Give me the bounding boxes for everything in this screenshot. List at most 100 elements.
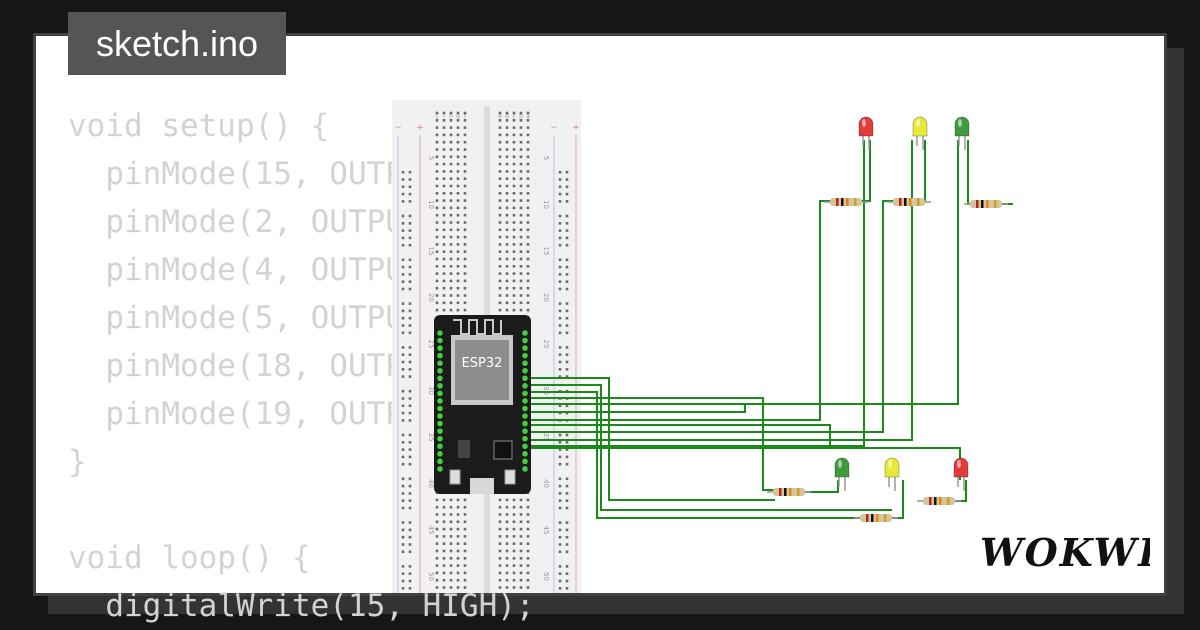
breadboard-hole[interactable] <box>456 228 460 232</box>
breadboard-rail-hole[interactable] <box>408 389 412 393</box>
breadboard-hole[interactable] <box>435 294 439 297</box>
breadboard-hole[interactable] <box>435 520 439 524</box>
breadboard-hole[interactable] <box>512 498 516 502</box>
breadboard-rail-hole[interactable] <box>558 411 562 415</box>
breadboard-hole[interactable] <box>435 192 439 195</box>
breadboard-rail-hole[interactable] <box>401 243 405 247</box>
breadboard-hole[interactable] <box>463 199 467 202</box>
breadboard-hole[interactable] <box>456 199 460 202</box>
breadboard-rail-hole[interactable] <box>408 331 412 335</box>
breadboard-hole[interactable] <box>512 140 516 144</box>
breadboard-hole[interactable] <box>463 549 467 553</box>
breadboard-hole[interactable] <box>449 184 453 188</box>
breadboard-hole[interactable] <box>442 301 446 305</box>
breadboard-rail-hole[interactable] <box>401 229 405 232</box>
breadboard-hole[interactable] <box>498 155 502 159</box>
breadboard-hole[interactable] <box>456 257 460 261</box>
breadboard-hole[interactable] <box>505 557 509 560</box>
breadboard-rail-hole[interactable] <box>401 448 405 451</box>
breadboard-hole[interactable] <box>512 111 516 115</box>
breadboard-rail-hole[interactable] <box>558 543 562 546</box>
breadboard-hole[interactable] <box>463 279 467 283</box>
breadboard-hole[interactable] <box>519 527 523 531</box>
breadboard-rail-hole[interactable] <box>408 222 412 225</box>
breadboard-rail-hole[interactable] <box>565 316 569 320</box>
breadboard-hole[interactable] <box>456 192 460 195</box>
breadboard-rail-hole[interactable] <box>558 404 562 408</box>
breadboard-rail-hole[interactable] <box>558 265 562 269</box>
breadboard-hole[interactable] <box>512 148 516 151</box>
breadboard-hole[interactable] <box>456 206 460 210</box>
breadboard-rail-hole[interactable] <box>408 448 412 451</box>
breadboard-rail-hole[interactable] <box>565 506 569 510</box>
breadboard-hole[interactable] <box>435 111 439 115</box>
breadboard-rail-hole[interactable] <box>401 521 405 524</box>
breadboard-rail-hole[interactable] <box>565 178 569 181</box>
led[interactable] <box>912 116 928 150</box>
breadboard-hole[interactable] <box>449 250 453 253</box>
breadboard-hole[interactable] <box>526 170 530 173</box>
breadboard-hole[interactable] <box>519 586 523 589</box>
breadboard-hole[interactable] <box>526 257 530 261</box>
breadboard-hole[interactable] <box>442 308 446 312</box>
breadboard-hole[interactable] <box>435 498 439 502</box>
breadboard-rail-hole[interactable] <box>408 528 412 532</box>
breadboard-hole[interactable] <box>498 148 502 151</box>
breadboard-rail-hole[interactable] <box>401 185 405 189</box>
breadboard-hole[interactable] <box>442 243 446 246</box>
breadboard-rail-hole[interactable] <box>408 273 412 276</box>
breadboard-rail-hole[interactable] <box>558 506 562 510</box>
esp32-pin[interactable] <box>522 337 528 344</box>
breadboard-hole[interactable] <box>498 586 502 589</box>
breadboard-hole[interactable] <box>512 513 516 516</box>
breadboard-rail-hole[interactable] <box>565 258 569 262</box>
breadboard-hole[interactable] <box>442 265 446 268</box>
breadboard-hole[interactable] <box>463 250 467 253</box>
breadboard-rail-hole[interactable] <box>565 572 569 575</box>
breadboard-rail-hole[interactable] <box>565 353 569 356</box>
breadboard-hole[interactable] <box>463 184 467 188</box>
breadboard-rail-hole[interactable] <box>408 214 412 218</box>
breadboard-hole[interactable] <box>463 527 467 531</box>
breadboard-hole[interactable] <box>456 140 460 144</box>
breadboard-hole[interactable] <box>505 177 509 180</box>
breadboard-rail-hole[interactable] <box>558 273 562 276</box>
breadboard-hole[interactable] <box>519 549 523 553</box>
breadboard-hole[interactable] <box>498 250 502 253</box>
breadboard-hole[interactable] <box>498 140 502 144</box>
esp32-pin[interactable] <box>522 360 528 367</box>
breadboard-hole[interactable] <box>498 184 502 188</box>
breadboard-hole[interactable] <box>456 184 460 188</box>
breadboard-rail-hole[interactable] <box>565 543 569 546</box>
breadboard-hole[interactable] <box>512 250 516 253</box>
breadboard-rail-hole[interactable] <box>401 579 405 583</box>
breadboard-hole[interactable] <box>519 126 523 129</box>
breadboard-rail-hole[interactable] <box>565 273 569 276</box>
breadboard-rail-hole[interactable] <box>565 433 569 437</box>
breadboard-hole[interactable] <box>456 564 460 567</box>
breadboard-hole[interactable] <box>512 272 516 275</box>
breadboard-rail-hole[interactable] <box>408 280 412 283</box>
breadboard-hole[interactable] <box>505 279 509 283</box>
esp32-pin[interactable] <box>522 413 528 419</box>
breadboard-hole[interactable] <box>519 206 523 210</box>
breadboard-hole[interactable] <box>526 265 530 268</box>
breadboard-hole[interactable] <box>449 498 453 502</box>
breadboard-hole[interactable] <box>435 265 439 268</box>
breadboard-hole[interactable] <box>435 235 439 239</box>
breadboard-rail-hole[interactable] <box>558 170 562 174</box>
breadboard-rail-hole[interactable] <box>408 265 412 269</box>
breadboard-rail-hole[interactable] <box>558 200 562 203</box>
breadboard-rail-hole[interactable] <box>558 528 562 532</box>
breadboard-hole[interactable] <box>505 564 509 567</box>
breadboard-hole[interactable] <box>505 192 509 195</box>
breadboard-hole[interactable] <box>456 527 460 531</box>
breadboard-hole[interactable] <box>519 498 523 502</box>
breadboard-hole[interactable] <box>435 535 439 538</box>
breadboard-hole[interactable] <box>456 213 460 217</box>
breadboard-hole[interactable] <box>442 272 446 275</box>
breadboard-hole[interactable] <box>498 578 502 582</box>
breadboard-rail-hole[interactable] <box>401 265 405 269</box>
breadboard-rail-hole[interactable] <box>558 484 562 488</box>
breadboard-hole[interactable] <box>498 286 502 290</box>
